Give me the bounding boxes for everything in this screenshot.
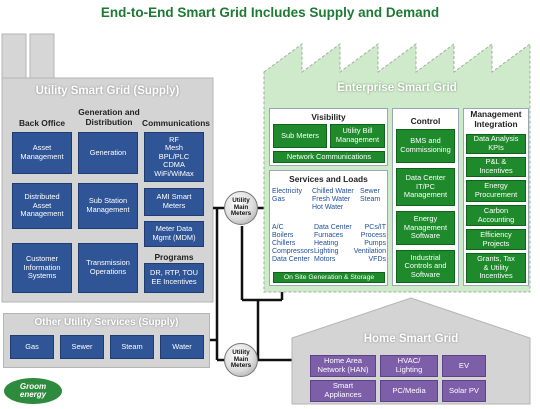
meter-data-mgmt-box: Meter Data Mgmt (MDM) <box>144 221 204 247</box>
gas-box: Gas <box>10 335 54 359</box>
utility-main-meter-home: Utility Main Meters <box>224 343 258 377</box>
home-building-shape <box>291 297 531 405</box>
management-title: Management Integration <box>470 109 522 129</box>
industrial-controls-box: Industrial Controls and Software <box>396 250 455 283</box>
asset-management-box: Asset Management <box>12 132 72 174</box>
utility-main-meter-enterprise: Utility Main Meters <box>224 191 258 225</box>
control-title: Control <box>410 116 441 126</box>
energy-procurement-box: Energy Procurement <box>466 180 526 202</box>
smart-appliances-box: Smart Appliances <box>310 380 376 402</box>
services-panel <box>269 170 388 286</box>
sub-meters-box: Sub Meters <box>273 124 327 148</box>
programs-box: DR, RTP, TOU EE Incentives <box>144 263 204 293</box>
programs-label: Programs <box>154 252 194 262</box>
communications-box: RF Mesh BPL/PLC CDMA WiFi/WiMax <box>144 132 204 182</box>
water-box: Water <box>160 335 204 359</box>
services-title: Services and Loads <box>289 174 368 184</box>
services-lighting: Data Center Furnaces Heating Lighting Mo… <box>314 224 352 264</box>
hvac-lighting-box: HVAC/ Lighting <box>380 355 438 377</box>
col-header-communications: Communications <box>142 118 210 128</box>
distributed-asset-management-box: Distributed Asset Management <box>12 183 72 229</box>
home-area-network-box: Home Area Network (HAN) <box>310 355 376 377</box>
services-electricity: Electricity Gas <box>272 188 302 204</box>
services-sewer: Sewer Steam <box>360 188 381 204</box>
energy-management-box: Energy Management Software <box>396 211 455 245</box>
services-water: Chilled Water Fresh Water Hot Water <box>312 188 354 212</box>
onsite-generation-box: On Site Generation & Storage <box>273 272 385 283</box>
home-title: Home Smart Grid <box>363 333 459 345</box>
pc-media-box: PC/Media <box>380 380 438 402</box>
sub-station-management-box: Sub Station Management <box>78 183 138 229</box>
generation-box: Generation <box>78 132 138 174</box>
sewer-box: Sewer <box>60 335 104 359</box>
utility-title: Utility Smart Grid (Supply) <box>35 85 180 97</box>
pl-incentives-box: P&L & Incentives <box>466 157 526 177</box>
ami-smart-meters-box: AMI Smart Meters <box>144 188 204 216</box>
enterprise-title: Enterprise Smart Grid <box>337 82 457 94</box>
customer-information-systems-box: Customer Information Systems <box>12 243 72 293</box>
col-header-generation: Generation and Distribution <box>78 107 140 127</box>
utility-bill-management-box: Utility Bill Management <box>330 124 385 148</box>
groom-energy-logo: Groom energy <box>4 378 62 404</box>
services-process: PCs/IT Process Pumps Ventilation VFDs <box>353 224 386 264</box>
network-communications-box: Network Communications <box>273 151 385 163</box>
solar-pv-box: Solar PV <box>442 380 486 402</box>
steam-box: Steam <box>110 335 154 359</box>
data-analysis-box: Data Analysis KPIs <box>466 134 526 154</box>
services-equipment: A/C Boilers Chillers Compressors Data Ce… <box>272 224 314 264</box>
efficiency-projects-box: Efficiency Projects <box>466 229 526 250</box>
visibility-title: Visibility <box>311 112 346 122</box>
grants-tax-box: Grants, Tax & Utility Incentives <box>466 253 526 283</box>
bms-commissioning-box: BMS and Commissioning <box>396 129 455 163</box>
ev-box: EV <box>442 355 486 377</box>
transmission-operations-box: Transmission Operations <box>78 243 138 293</box>
other-services-title: Other Utility Services (Supply) <box>34 317 179 328</box>
page-title: End-to-End Smart Grid Includes Supply an… <box>100 5 440 20</box>
col-header-back-office: Back Office <box>18 118 66 128</box>
carbon-accounting-box: Carbon Accounting <box>466 205 526 226</box>
data-center-it-box: Data Center IT/PC Management <box>396 168 455 206</box>
logo-text: Groom energy <box>19 382 47 399</box>
